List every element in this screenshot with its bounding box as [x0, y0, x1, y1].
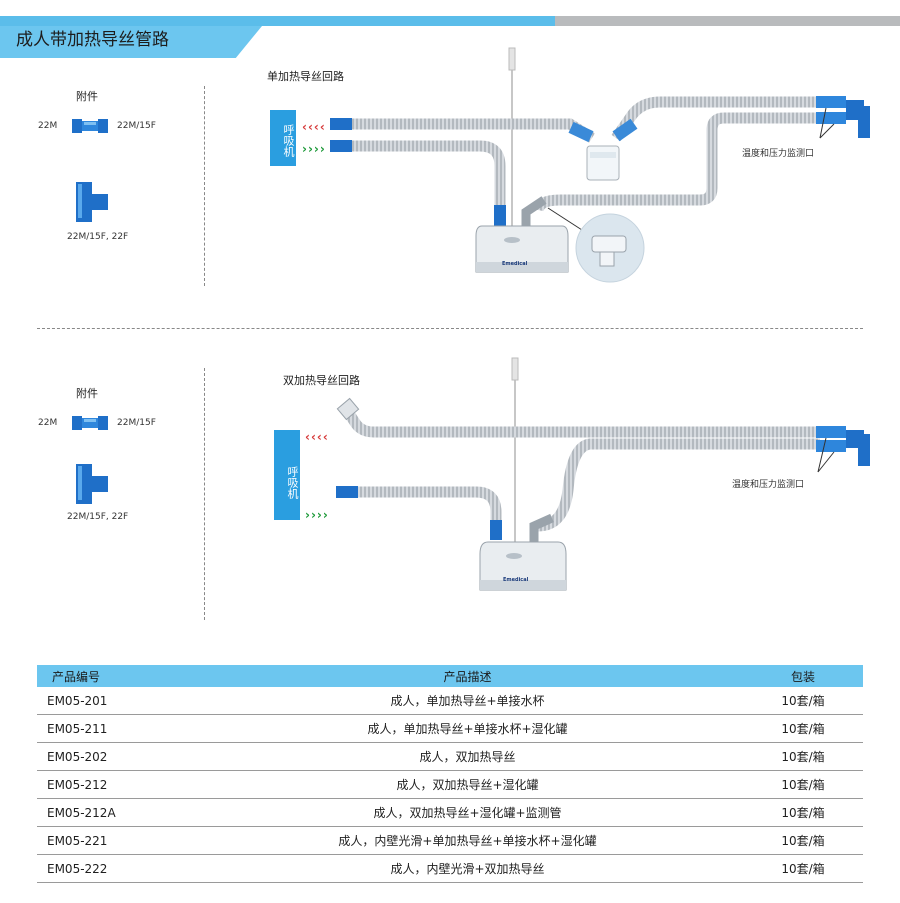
product-code: EM05-211 [37, 714, 192, 743]
packaging: 10套/箱 [743, 742, 863, 771]
product-table: 产品编号 产品描述 包装 EM05-201 成人，单加热导丝+单接水杯 10套/… [37, 665, 863, 883]
accessory-title-1: 附件 [76, 90, 98, 103]
header-bar-gray [555, 16, 900, 26]
elbow-adapter-icon [76, 182, 108, 222]
product-code: EM05-202 [37, 742, 192, 771]
accessory-title-2: 附件 [76, 387, 98, 400]
product-code: EM05-201 [37, 687, 192, 715]
elbow-adapter-icon [76, 464, 108, 504]
product-description: 成人，单加热导丝+单接水杯+湿化罐 [192, 714, 743, 743]
circuit-label-1: 单加热导丝回路 [267, 70, 344, 83]
product-code: EM05-221 [37, 826, 192, 855]
table-header-row: 产品编号 产品描述 包装 [37, 665, 863, 687]
arrow-out-1: ›››› [302, 142, 326, 156]
product-description: 成人，双加热导丝+湿化罐+监测管 [192, 798, 743, 827]
divider-vertical-2 [204, 368, 205, 620]
packaging: 10套/箱 [743, 854, 863, 883]
elbow-label-1: 22M/15F, 22F [67, 232, 129, 242]
brand-logo-1: Emedical [502, 261, 528, 267]
elbow-label-2: 22M/15F, 22F [67, 512, 129, 522]
brand-logo-2: Emedical [503, 577, 529, 583]
table-row: EM05-212A 成人，双加热导丝+湿化罐+监测管 10套/箱 [37, 798, 863, 827]
packaging: 10套/箱 [743, 714, 863, 743]
divider-horizontal [37, 328, 863, 329]
dual-heated-circuit-diagram [336, 357, 870, 591]
circuit-label-2: 双加热导丝回路 [283, 374, 360, 387]
arrow-in-1: ‹‹‹‹ [302, 120, 326, 134]
table-row: EM05-202 成人，双加热导丝 10套/箱 [37, 742, 863, 771]
table-row: EM05-221 成人，内壁光滑+单加热导丝+单接水杯+湿化罐 10套/箱 [37, 826, 863, 855]
product-description: 成人，双加热导丝 [192, 742, 743, 771]
ventilator-2: 呼吸机 [274, 430, 300, 520]
product-code: EM05-212A [37, 798, 192, 827]
header-bar-blue [0, 16, 560, 26]
monitor-port-label-1: 温度和压力监测口 [742, 149, 815, 159]
title-tab [0, 26, 262, 58]
straight-adapter-icon [72, 119, 108, 133]
straight-adapter-icon [72, 416, 108, 430]
table-row: EM05-222 成人，内壁光滑+双加热导丝 10套/箱 [37, 854, 863, 883]
adapter-right-label-1: 22M/15F [117, 121, 156, 131]
divider-vertical-1 [204, 86, 205, 286]
product-code: EM05-212 [37, 770, 192, 799]
page-title: 成人带加热导丝管路 [16, 30, 169, 50]
arrow-out-2: ›››› [305, 508, 329, 522]
adapter-right-label-2: 22M/15F [117, 418, 156, 428]
product-description: 成人，内壁光滑+单加热导丝+单接水杯+湿化罐 [192, 826, 743, 855]
adapter-left-label-2: 22M [38, 418, 58, 428]
adapter-left-label-1: 22M [38, 121, 58, 131]
packaging: 10套/箱 [743, 770, 863, 799]
product-description: 成人，单加热导丝+单接水杯 [192, 687, 743, 715]
packaging: 10套/箱 [743, 798, 863, 827]
arrow-in-2: ‹‹‹‹ [305, 430, 329, 444]
product-description: 成人，双加热导丝+湿化罐 [192, 770, 743, 799]
header-packaging: 包装 [790, 669, 815, 684]
table-row: EM05-211 成人，单加热导丝+单接水杯+湿化罐 10套/箱 [37, 714, 863, 743]
table-row: EM05-201 成人，单加热导丝+单接水杯 10套/箱 [37, 687, 863, 715]
packaging: 10套/箱 [743, 687, 863, 715]
monitor-port-label-2: 温度和压力监测口 [732, 480, 805, 490]
single-heated-circuit-diagram [330, 47, 870, 283]
product-description: 成人，内壁光滑+双加热导丝 [192, 854, 743, 883]
header-product-code: 产品编号 [52, 669, 101, 684]
table-row: EM05-212 成人，双加热导丝+湿化罐 10套/箱 [37, 770, 863, 799]
product-code: EM05-222 [37, 854, 192, 883]
header-product-description: 产品描述 [443, 669, 492, 684]
ventilator-1: 呼吸机 [270, 110, 296, 166]
packaging: 10套/箱 [743, 826, 863, 855]
